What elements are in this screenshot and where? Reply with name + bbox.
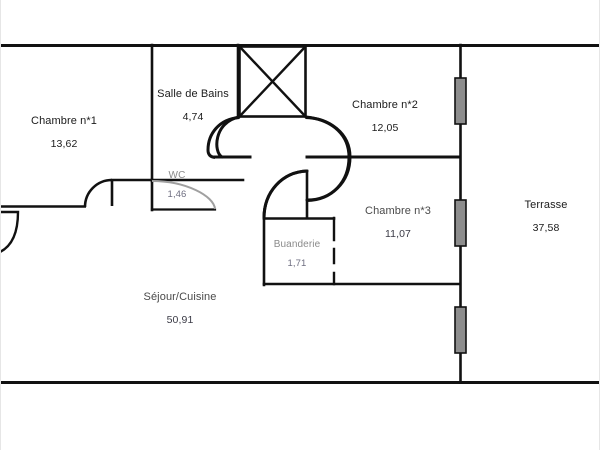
door-arc-sejour-left: [0, 210, 20, 254]
door-swings: [0, 169, 308, 254]
corridor-bulb-precise: [206, 116, 352, 202]
bulb-right-arc: [305, 116, 352, 202]
gaine-technique-shaft: [238, 45, 307, 118]
bulb-left-arc: [206, 116, 240, 159]
exterior-walls: [0, 44, 600, 384]
windows: [454, 77, 467, 354]
door-arc-buanderie: [262, 169, 308, 219]
window-2: [454, 199, 467, 247]
shaft-outline: [238, 45, 307, 118]
corridor-curved-walls: [215, 115, 351, 220]
door-arc-wc: [151, 180, 216, 210]
window-1: [454, 77, 467, 125]
window-3: [454, 306, 467, 354]
door-arc-chambre1: [83, 178, 114, 208]
shaft-diagonal-2: [238, 45, 307, 118]
